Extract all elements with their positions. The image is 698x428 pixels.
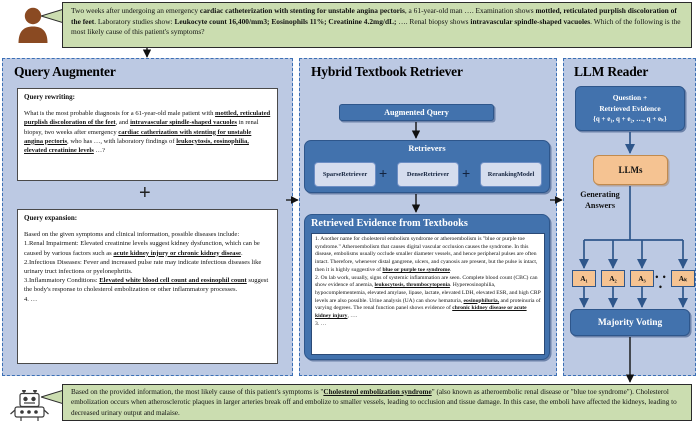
answer-ellipsis: • • •	[655, 272, 667, 292]
question-text-bubble: Two weeks after undergoing an emergency …	[62, 2, 692, 48]
query-expansion-text: Based on the given symptoms and clinical…	[24, 231, 269, 303]
robot-icon	[8, 388, 52, 423]
augmented-query-box: Augmented Query	[339, 104, 494, 121]
retriever-plus-2: +	[462, 165, 471, 181]
answer-text-bubble: Based on the provided information, the m…	[62, 384, 692, 421]
qre-line-2: Retrieved Evidence	[599, 104, 661, 113]
retrievers-label: Retrievers	[408, 144, 446, 153]
query-rewriting-box: Query rewriting: What is the most probab…	[17, 88, 278, 181]
answer-text: Based on the provided information, the m…	[71, 388, 677, 417]
qre-line-1: Question +	[612, 93, 648, 102]
answer-box-k: Aₖ	[671, 270, 695, 287]
question-text: Two weeks after undergoing an emergency …	[71, 6, 681, 37]
query-rewriting-text: What is the most probable diagnosis for …	[24, 110, 271, 155]
query-expansion-box: Query expansion: Based on the given symp…	[17, 209, 278, 364]
qre-line-3: {q + e₁, q + e₂, …, q + eₖ}	[593, 115, 667, 123]
retrieved-evidence-text: 1. Another name for cholesterol embolism…	[311, 233, 545, 355]
augmenter-plus-sign: +	[139, 182, 151, 204]
retriever-plus-1: +	[379, 165, 388, 181]
llm-reader-title: LLM Reader	[574, 64, 649, 79]
answer-box-1: A₁	[572, 270, 596, 287]
question-bubble-tail	[39, 8, 65, 24]
question-plus-evidence-box: Question + Retrieved Evidence {q + e₁, q…	[575, 86, 685, 131]
retrieved-evidence-group: Retrieved Evidence from Textbooks 1. Ano…	[304, 214, 550, 360]
answer-box-3: A₃	[630, 270, 654, 287]
hybrid-retriever-title: Hybrid Textbook Retriever	[311, 64, 463, 79]
llms-box: LLMs	[593, 155, 668, 185]
query-augmenter-title: Query Augmenter	[14, 64, 116, 79]
retrieved-evidence-title: Retrieved Evidence from Textbooks	[311, 218, 468, 229]
majority-voting-box: Majority Voting	[570, 309, 690, 336]
query-expansion-heading: Query expansion:	[24, 214, 78, 222]
query-rewriting-heading: Query rewriting:	[24, 93, 75, 101]
person-icon	[16, 6, 50, 44]
answer-box-2: A₂	[601, 270, 625, 287]
